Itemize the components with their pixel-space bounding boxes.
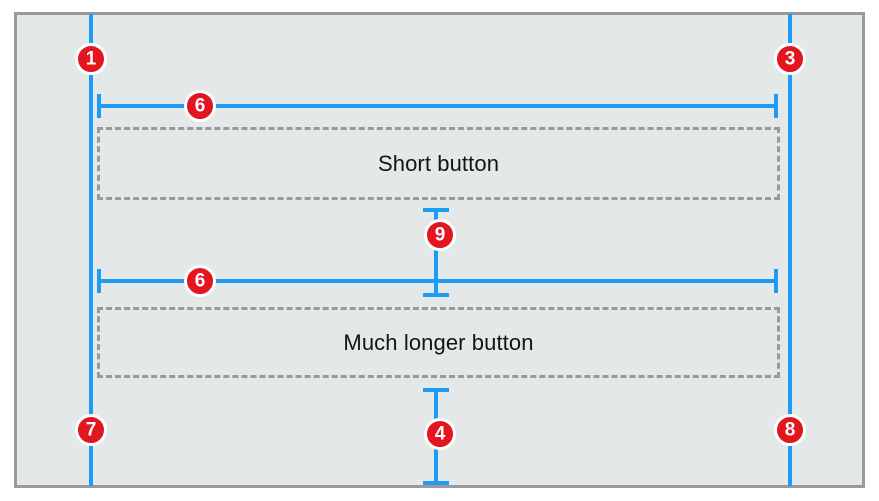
badge-7-label: 7: [85, 419, 97, 440]
badge-9[interactable]: 9: [424, 219, 456, 251]
badge-1-label: 1: [85, 48, 97, 69]
right-edge-guide: [788, 14, 792, 486]
badge-8-label: 8: [784, 419, 796, 440]
badge-3-label: 3: [784, 48, 796, 69]
width-dimension-top: [97, 94, 778, 118]
badge-6-top[interactable]: 6: [184, 90, 216, 122]
gap-dimension: [423, 208, 449, 297]
badge-4[interactable]: 4: [424, 418, 456, 450]
much-longer-button-label: Much longer button: [343, 329, 534, 355]
badge-1[interactable]: 1: [75, 43, 107, 75]
much-longer-button[interactable]: Much longer button: [97, 307, 780, 378]
badge-8[interactable]: 8: [774, 414, 806, 446]
width-dimension-bottom: [97, 269, 778, 293]
badge-9-label: 9: [434, 224, 446, 245]
badge-3[interactable]: 3: [774, 43, 806, 75]
short-button-label: Short button: [377, 150, 500, 176]
badge-7[interactable]: 7: [75, 414, 107, 446]
badge-6-top-label: 6: [194, 95, 206, 116]
badge-4-label: 4: [434, 423, 446, 444]
short-button[interactable]: Short button: [97, 127, 780, 200]
left-edge-guide: [89, 14, 93, 486]
badge-6-bottom[interactable]: 6: [184, 265, 216, 297]
badge-6-bottom-label: 6: [194, 270, 206, 291]
